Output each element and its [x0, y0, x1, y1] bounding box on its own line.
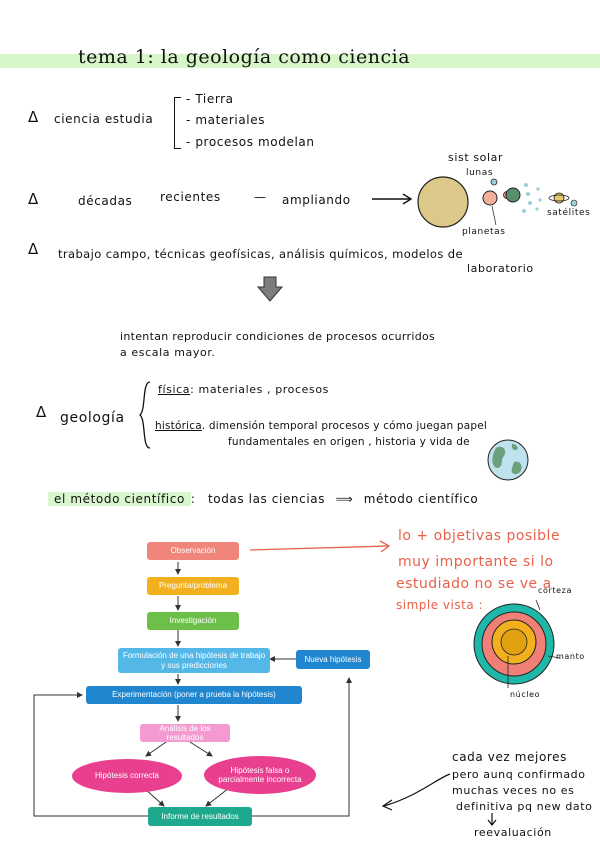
geologia-label: geología: [60, 410, 125, 426]
box-informe: Informe de resultados: [148, 807, 252, 826]
note-muchas-veces: muchas veces no es: [452, 784, 575, 797]
box-nueva-hipotesis: Nueva hipótesis: [296, 650, 370, 669]
brace: [174, 97, 181, 149]
fisica-word: física: [158, 383, 191, 396]
ellipse-falsa: Hipótesis falsa o parcialmente incorrect…: [204, 756, 316, 794]
ellipse-correcta: Hipótesis correcta: [72, 759, 182, 793]
note-confirmado: pero aunq confirmado: [452, 768, 586, 781]
fisica-line: física: materiales , procesos: [158, 383, 329, 396]
historica-line: histórica. dimensión temporal procesos y…: [155, 420, 487, 432]
historica-line2: fundamentales en origen , historia y vid…: [228, 436, 470, 448]
metodo-colon: :: [190, 492, 196, 506]
orange-arrow-icon: [249, 540, 391, 553]
manto-label: manto: [556, 652, 585, 661]
sist-solar-label: sist solar: [448, 151, 504, 164]
metodo-label: el método científico: [48, 492, 191, 506]
corteza-label: corteza: [538, 586, 572, 595]
note-objetivas: lo + objetivas posible: [398, 528, 561, 544]
note-definitiva: definitiva pq new dato: [456, 800, 593, 813]
scientific-method-diagram: Observación Pregunta/problema Investigac…: [14, 530, 374, 835]
study-item-tierra: - Tierra: [186, 92, 234, 106]
lunas-label: lunas: [466, 168, 494, 178]
satelites-label: satélites: [547, 208, 591, 218]
laboratorio-text: laboratorio: [467, 262, 534, 275]
note-reevaluacion: reevaluación: [474, 826, 552, 839]
box-pregunta: Pregunta/problema: [147, 577, 239, 595]
historica-word: histórica: [155, 420, 202, 432]
triangle-bullet-icon: Δ: [28, 108, 39, 126]
box-analisis: Análisis de los resultados: [140, 724, 230, 742]
implies-icon: ⟹: [335, 492, 354, 506]
box-investigacion: Investigación: [147, 612, 239, 630]
solar-system-icon: [417, 176, 578, 228]
note-mejores: cada vez mejores: [452, 750, 567, 764]
triangle-bullet-icon: Δ: [28, 240, 39, 258]
planetas-label: planetas: [462, 227, 506, 237]
study-item-materiales: - materiales: [186, 113, 266, 127]
right-arrow-icon: [372, 193, 413, 205]
note-estudiado: estudiado no se ve a: [396, 576, 552, 592]
study-item-procesos: - procesos modelan: [186, 135, 315, 149]
box-observacion: Observación: [147, 542, 239, 560]
triangle-bullet-icon: Δ: [28, 190, 39, 208]
nucleo-label: núcleo: [510, 690, 541, 699]
earth-layers-icon: [473, 599, 560, 688]
down-arrow-small-icon: [487, 813, 497, 826]
note-simple-vista: simple vista :: [396, 598, 484, 612]
triangle-bullet-icon: Δ: [36, 403, 47, 421]
ciencia-estudia-label: ciencia estudia: [54, 112, 154, 126]
fisica-rest: : materiales , procesos: [190, 383, 330, 396]
box-experimentacion: Experimentación (poner a prueba la hipót…: [86, 686, 302, 704]
black-arrow-icon: [381, 773, 451, 811]
metodo-rest: todas las ciencias: [207, 492, 326, 506]
diagram-arrows: [33, 562, 352, 817]
escala-mayor-text: a escala mayor.: [120, 346, 216, 359]
note-importante: muy importante si lo: [398, 554, 554, 570]
ampliando-text: ampliando: [282, 193, 351, 207]
decadas-text: décadas: [78, 194, 133, 208]
metodo-result: método científico: [363, 492, 479, 506]
reproducir-text: intentan reproducir condiciones de proce…: [120, 330, 436, 343]
earth-globe-icon: [487, 439, 529, 481]
trabajo-campo-text: trabajo campo, técnicas geofísicas, anál…: [58, 247, 463, 261]
historica-rest: . dimensión temporal procesos y cómo jue…: [201, 420, 488, 432]
metodo-line: el método científico: todas las ciencias…: [48, 492, 478, 506]
recientes-text: recientes: [160, 190, 221, 204]
title-highlight: [0, 54, 600, 68]
dash-text: —: [254, 190, 267, 204]
box-formulacion: Formulación de una hipótesis de trabajo …: [118, 648, 270, 673]
curly-brace-icon: [138, 381, 151, 449]
page-title: tema 1: la geología como ciencia: [78, 46, 411, 68]
down-arrow-icon: [256, 276, 284, 302]
